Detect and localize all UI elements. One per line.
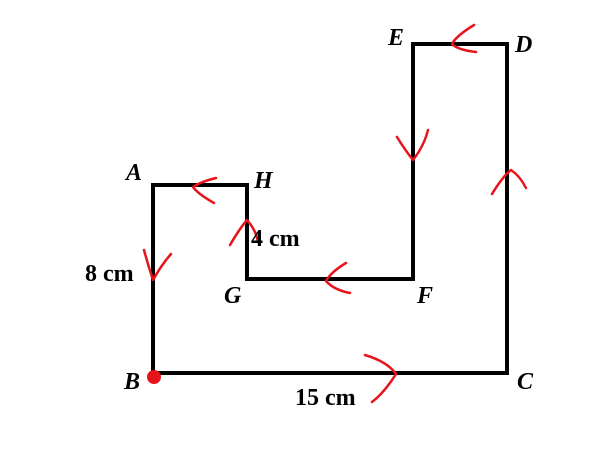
dimension-ab: 8 cm [85,261,134,287]
arrow-icon-ef [395,128,430,162]
label-h: H [253,168,274,194]
direction-arrows [142,23,528,404]
figure-outline [151,42,509,375]
vertex-labels: A H G F E D C B [123,25,534,395]
label-d: D [514,32,532,58]
label-b: B [123,369,140,395]
label-a: A [124,160,142,186]
arrow-icon-fg [324,261,352,295]
arrow-icon-bc [363,353,398,404]
arrow-icon-cd [490,168,528,196]
dimension-labels: 8 cm 4 cm 15 cm [85,226,356,411]
label-e: E [387,25,404,51]
label-f: F [416,283,433,309]
arrow-icon-ab [142,248,173,282]
arrow-icon-de [450,23,478,54]
dimension-gh: 4 cm [251,226,300,252]
arrow-icon-gh [228,218,260,247]
label-c: C [517,369,534,395]
arrow-icon-ha [191,176,218,205]
label-g: G [224,283,242,309]
start-dot [147,370,161,384]
dimension-bc: 15 cm [295,385,356,411]
